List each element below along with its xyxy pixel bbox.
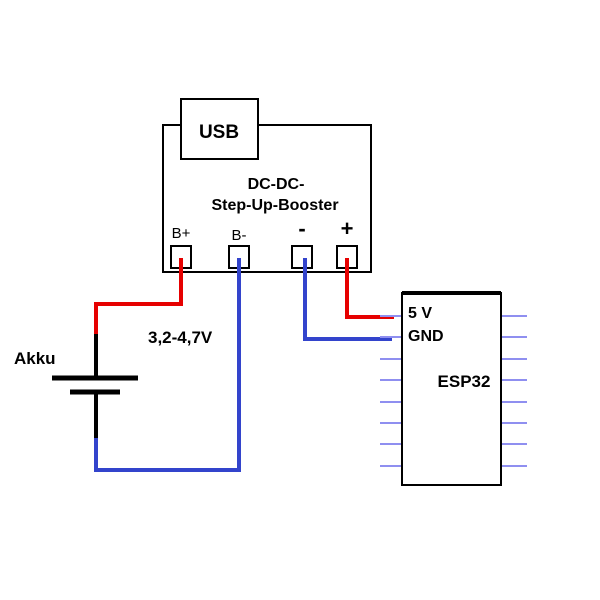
terminal-pad-minus bbox=[291, 245, 313, 269]
esp32-name: ESP32 bbox=[438, 372, 491, 391]
esp32-pins-right bbox=[501, 315, 527, 467]
terminal-label-minus: - bbox=[298, 216, 305, 241]
booster-title-line2: Step-Up-Booster bbox=[211, 197, 338, 214]
esp32-pins-left bbox=[380, 315, 402, 467]
wire-output-ground bbox=[303, 258, 392, 341]
terminal-label-b-minus: B- bbox=[232, 227, 247, 244]
booster-title-line1: DC-DC- bbox=[248, 176, 305, 193]
usb-label: USB bbox=[199, 122, 239, 143]
usb-port bbox=[180, 98, 259, 160]
wire-battery-positive bbox=[94, 258, 183, 334]
terminal-label-b-plus: B+ bbox=[172, 225, 191, 242]
terminal-label-plus: + bbox=[341, 216, 354, 241]
esp32-chip bbox=[401, 292, 502, 486]
battery-label: Akku bbox=[14, 349, 56, 368]
esp32-pin-5v-label: 5 V bbox=[408, 305, 432, 322]
esp32-pin-gnd-label: GND bbox=[408, 328, 444, 345]
wire-battery-negative bbox=[94, 258, 241, 472]
wire-output-positive bbox=[345, 258, 394, 319]
battery-voltage: 3,2-4,7V bbox=[148, 328, 213, 347]
